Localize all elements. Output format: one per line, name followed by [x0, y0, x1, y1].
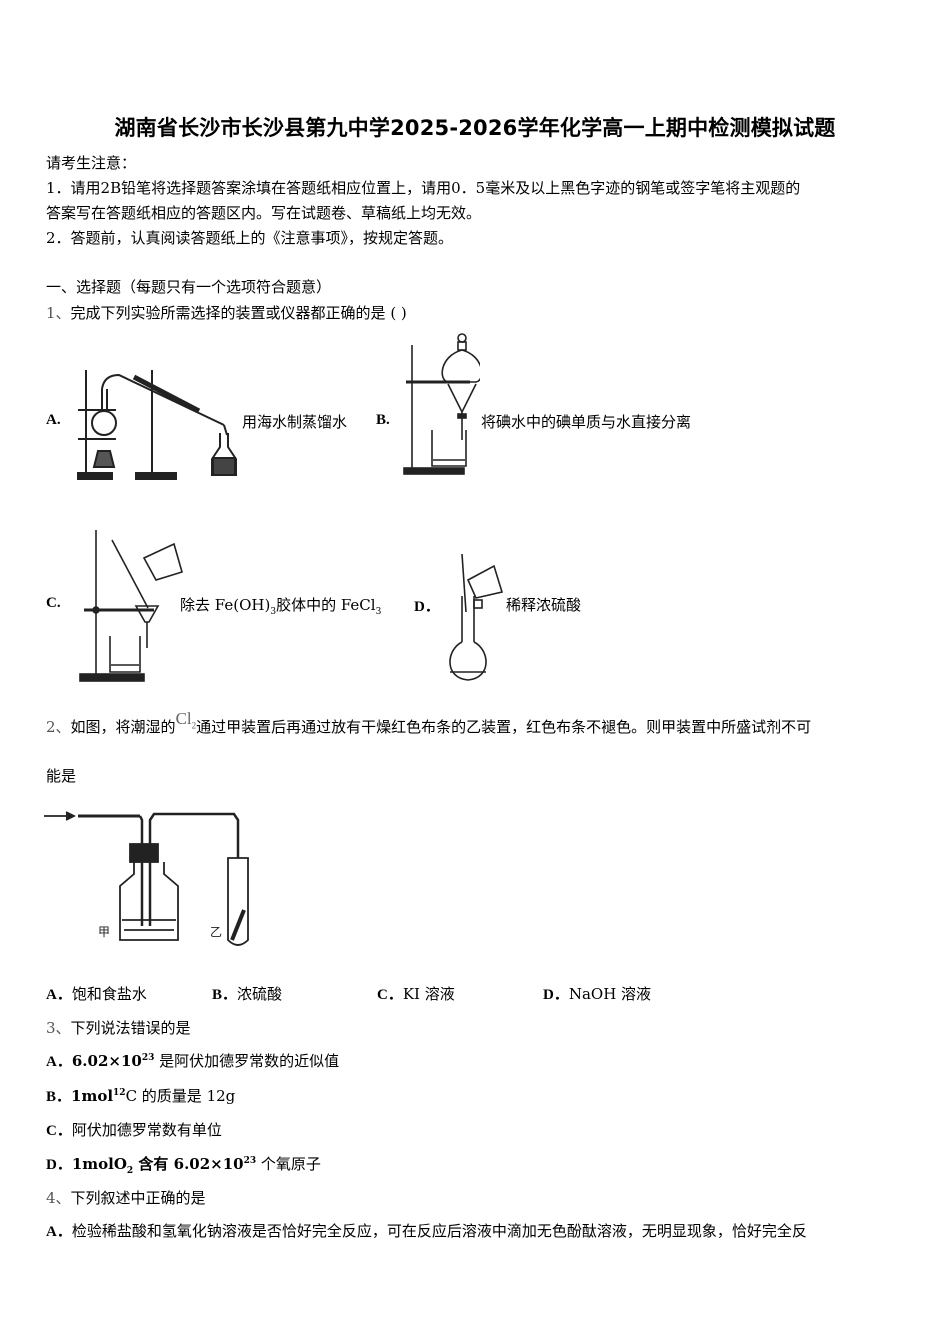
question-number: 1、 — [46, 304, 71, 322]
q1-option-b-text: 将碘水中的碘单质与水直接分离 — [481, 413, 692, 431]
q2-option-b: B．浓硫酸 — [212, 985, 283, 1003]
page-title: 湖南省长沙市长沙县第九中学2025-2026学年化学高一上期中检测模拟试题 — [114, 116, 836, 140]
notice-heading: 请考生注意： — [46, 154, 137, 172]
notice-item-2: 2．答题前，认真阅读答题纸上的《注意事项》，按规定答题。 — [46, 229, 454, 247]
q1-option-c-text: 除去 Fe(OH)3胶体中的 FeCl3 — [180, 596, 382, 617]
separatory-funnel-figure — [403, 333, 480, 475]
question-1-stem: 1、完成下列实验所需选择的装置或仪器都正确的是 ( ) — [46, 302, 407, 323]
question-2-stem-line-2: 能是 — [46, 767, 77, 785]
volumetric-flask-figure — [449, 553, 504, 681]
q3-option-a: A．6.02×1023 是阿伏加德罗常数的近似值 — [46, 1052, 340, 1070]
question-2-stem: 2、如图，将潮湿的Cl2通过甲装置后再通过放有干燥红色布条的乙装置，红色布条不褪… — [46, 709, 812, 736]
chlorine-formula: Cl2 — [175, 709, 197, 731]
q1-option-c-label: C. — [46, 595, 61, 611]
filtration-figure — [79, 530, 183, 682]
q1-option-d-text: 稀释浓硫酸 — [506, 596, 582, 614]
question-text: 完成下列实验所需选择的装置或仪器都正确的是 ( ) — [70, 304, 407, 322]
notice-item-1-line-2: 答案写在答题纸相应的答题区内。写在试题卷、草稿纸上均无效。 — [46, 204, 482, 222]
gas-washing-apparatus-figure: 甲 乙 — [44, 811, 249, 946]
q1-option-a-text: 用海水制蒸馏水 — [242, 413, 348, 431]
svg-text:乙: 乙 — [210, 925, 222, 939]
q2-option-d: D．NaOH 溶液 — [543, 985, 652, 1003]
distillation-apparatus-figure — [77, 370, 237, 480]
q4-option-a: A．检验稀盐酸和氢氧化钠溶液是否恰好完全反应，可在反应后溶液中滴加无色酚酞溶液，… — [46, 1222, 807, 1240]
question-3-stem: 3、下列说法错误的是 — [46, 1019, 191, 1037]
question-4-stem: 4、下列叙述中正确的是 — [46, 1189, 206, 1207]
q2-option-a: A．饱和食盐水 — [46, 985, 147, 1003]
notice-item-1-line-1: 1．请用2B铅笔将选择题答案涂填在答题纸相应位置上，请用0．5毫米及以上黑色字迹… — [46, 179, 801, 197]
q1-option-b-label: B. — [376, 412, 390, 428]
q3-option-d: D．1molO2 含有 6.02×1023 个氧原子 — [46, 1155, 321, 1176]
q1-option-d-label: D． — [414, 599, 440, 615]
q3-option-b: B．1mol12C 的质量是 12g — [46, 1087, 236, 1105]
svg-text:甲: 甲 — [98, 925, 110, 939]
q3-option-c: C．阿伏加德罗常数有单位 — [46, 1121, 222, 1139]
q2-option-c: C．KI 溶液 — [377, 985, 455, 1003]
q1-option-a-label: A. — [46, 412, 61, 428]
section-heading: 一、选择题（每题只有一个选项符合题意） — [46, 278, 332, 296]
